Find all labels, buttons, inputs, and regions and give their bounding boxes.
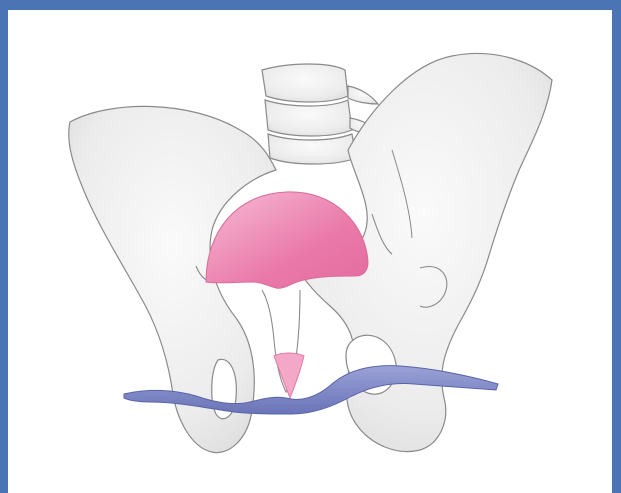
organ [206, 192, 368, 288]
